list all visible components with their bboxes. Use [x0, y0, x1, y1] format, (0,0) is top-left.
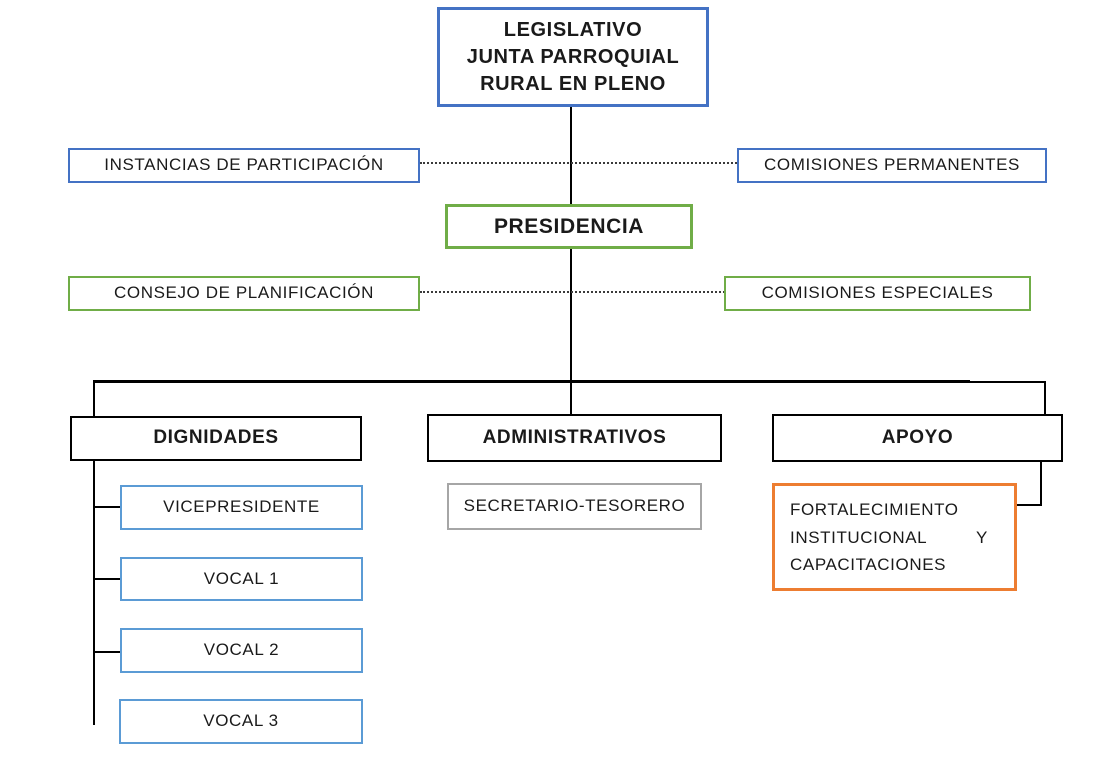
connector-apoyo-extension — [968, 381, 1046, 383]
connector-dignidades-drop — [93, 381, 95, 416]
node-comisiones-permanentes: COMISIONES PERMANENTES — [737, 148, 1047, 183]
node-comisiones-permanentes-label: COMISIONES PERMANENTES — [764, 155, 1020, 175]
connector-presidencia-trunk — [570, 249, 572, 381]
connector-apoyo-drop — [1044, 381, 1046, 414]
node-legislativo-line1: LEGISLATIVO — [503, 18, 643, 41]
connector-apoyo-fortalecimiento-drop — [1040, 462, 1042, 506]
dotted-connector-instancias-permanentes — [420, 162, 737, 164]
node-legislativo-line3: RURAL EN PLENO — [480, 72, 666, 95]
node-comisiones-especiales: COMISIONES ESPECIALES — [724, 276, 1031, 311]
node-legislativo-line2: JUNTA PARROQUIAL — [466, 45, 680, 68]
node-vocal-3: VOCAL 3 — [119, 699, 363, 744]
node-fortalecimiento: FORTALECIMIENTO INSTITUCIONAL Y CAPACITA… — [772, 483, 1017, 591]
node-dignidades: DIGNIDADES — [70, 416, 362, 461]
node-secretario-tesorero: SECRETARIO-TESORERO — [447, 483, 702, 530]
connector-stub-vocal1 — [95, 578, 120, 580]
node-legislativo: LEGISLATIVO JUNTA PARROQUIAL RURAL EN PL… — [437, 7, 709, 107]
connector-fortalecimiento-stub — [1015, 504, 1042, 506]
node-vocal-1-label: VOCAL 1 — [203, 568, 280, 588]
connector-stub-vicepresidente — [95, 506, 120, 508]
node-dignidades-label: DIGNIDADES — [153, 427, 279, 449]
node-presidencia: PRESIDENCIA — [445, 204, 693, 249]
connector-main-horizontal — [93, 380, 970, 383]
node-comisiones-especiales-label: COMISIONES ESPECIALES — [761, 283, 994, 303]
node-instancias-label: INSTANCIAS DE PARTICIPACIÓN — [104, 155, 384, 175]
connector-administrativos-drop — [570, 381, 572, 414]
node-administrativos: ADMINISTRATIVOS — [427, 414, 722, 462]
node-vicepresidente: VICEPRESIDENTE — [120, 485, 363, 530]
dotted-connector-consejo-especiales — [420, 291, 725, 293]
node-vocal-3-label: VOCAL 3 — [203, 711, 279, 731]
node-vocal-1: VOCAL 1 — [120, 557, 363, 601]
node-presidencia-label: PRESIDENCIA — [493, 214, 645, 238]
node-consejo-planificacion: CONSEJO DE PLANIFICACIÓN — [68, 276, 420, 311]
node-instancias-participacion: INSTANCIAS DE PARTICIPACIÓN — [68, 148, 420, 183]
node-vocal-2: VOCAL 2 — [120, 628, 363, 673]
node-vocal-2-label: VOCAL 2 — [203, 640, 280, 660]
connector-stub-vocal2 — [95, 651, 120, 653]
node-consejo-label: CONSEJO DE PLANIFICACIÓN — [114, 283, 374, 303]
node-apoyo-label: APOYO — [881, 426, 954, 448]
connector-dignidades-spine — [93, 461, 95, 725]
node-vicepresidente-label: VICEPRESIDENTE — [163, 497, 320, 517]
node-secretario-tesorero-label: SECRETARIO-TESORERO — [463, 496, 686, 516]
node-fortalecimiento-label: FORTALECIMIENTO INSTITUCIONAL Y CAPACITA… — [790, 500, 988, 575]
connector-legislativo-presidencia — [570, 106, 572, 204]
node-apoyo: APOYO — [772, 414, 1063, 462]
node-administrativos-label: ADMINISTRATIVOS — [482, 426, 667, 448]
